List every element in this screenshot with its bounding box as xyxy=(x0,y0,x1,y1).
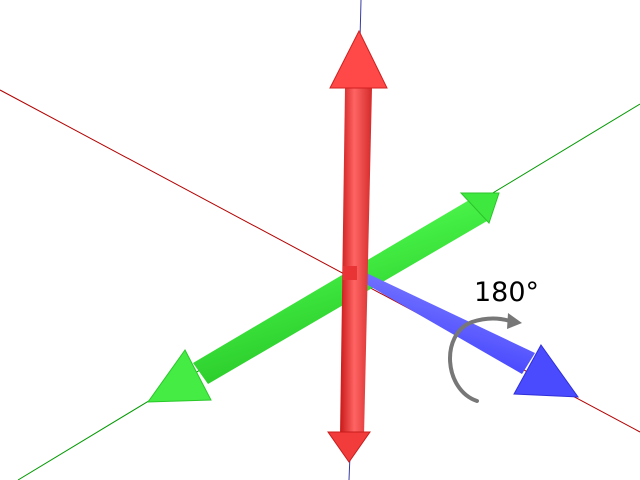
red-arrow-shaft xyxy=(340,88,372,436)
rotation-arc-icon xyxy=(448,316,512,403)
blue-arrow-head xyxy=(513,344,580,398)
rotation-indicator: 180° xyxy=(448,277,539,403)
red-arrow-head-bottom xyxy=(327,431,371,463)
blue-arrow-shaft xyxy=(352,270,535,374)
rotation-arrowhead-icon xyxy=(507,313,522,329)
blue-axis-arrow xyxy=(352,270,580,398)
rotation-angle-label: 180° xyxy=(474,277,539,308)
red-arrow-head-top xyxy=(329,29,388,89)
green-axis-arrow xyxy=(147,192,500,403)
center-joint xyxy=(343,266,357,280)
green-arrow-shaft xyxy=(193,196,487,384)
red-axis-arrow xyxy=(327,29,388,463)
green-arrow-head-lower xyxy=(147,349,212,403)
green-arrow-head-upper xyxy=(459,192,500,224)
